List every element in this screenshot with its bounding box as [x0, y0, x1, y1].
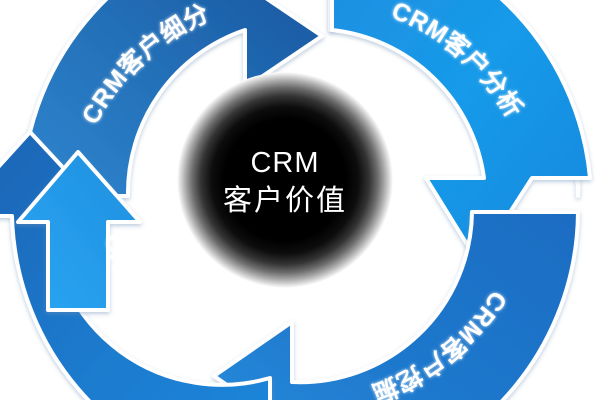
segment-top-left[interactable]	[20, 0, 324, 198]
left-up-arrow[interactable]	[16, 150, 142, 312]
segment-bottom-right[interactable]	[212, 210, 580, 400]
center-title: CRM	[250, 147, 319, 179]
segment-top-left-body	[20, 0, 324, 198]
center-subtitle: 客户价值	[223, 184, 347, 217]
left-up-arrow-path	[16, 150, 142, 312]
segment-top-right-path	[330, 0, 592, 264]
segment-top-right-shape[interactable]	[330, 0, 592, 264]
segment-bottom-right-path	[212, 210, 580, 400]
center-sphere	[177, 72, 393, 288]
center-sphere-halo	[177, 72, 393, 288]
